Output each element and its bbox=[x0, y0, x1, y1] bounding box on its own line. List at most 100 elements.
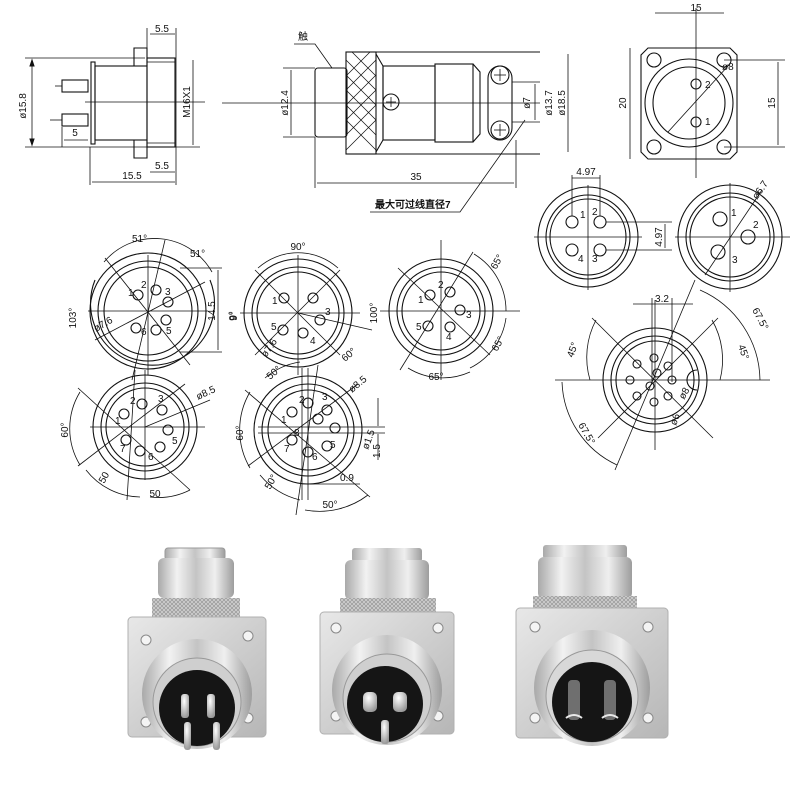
svg-text:9°: 9° bbox=[228, 311, 239, 321]
svg-text:5: 5 bbox=[330, 440, 336, 451]
layout-3-pin: ø6.7 1 2 3 bbox=[675, 179, 790, 292]
svg-text:67.5°: 67.5° bbox=[575, 421, 596, 447]
svg-text:5: 5 bbox=[271, 322, 277, 333]
svg-text:8: 8 bbox=[294, 428, 300, 439]
dim-bottom-5-5: 5.5 bbox=[155, 161, 169, 172]
dim-height-20: 20 bbox=[618, 97, 629, 109]
svg-text:1: 1 bbox=[580, 210, 586, 221]
dim-diameter-15-8: ø15.8 bbox=[18, 93, 29, 119]
svg-text:3: 3 bbox=[165, 287, 171, 298]
max-cable-note: 最大可过线直径7 bbox=[375, 198, 451, 211]
svg-text:45°: 45° bbox=[565, 341, 581, 359]
svg-text:1: 1 bbox=[128, 288, 134, 299]
svg-text:3: 3 bbox=[592, 254, 598, 265]
svg-text:5: 5 bbox=[166, 326, 172, 337]
dim-length-35: 35 bbox=[410, 172, 422, 183]
svg-text:5: 5 bbox=[172, 436, 178, 447]
svg-text:2: 2 bbox=[753, 220, 759, 231]
dim-hole-spacing-15: 15 bbox=[767, 97, 778, 109]
svg-text:51°: 51° bbox=[132, 234, 147, 245]
svg-text:4: 4 bbox=[446, 332, 452, 343]
svg-text:65°: 65° bbox=[489, 253, 506, 272]
layout-6-pin: 1 2 3 5 6 51° 51° 103° 14.5 9° ø7.6 bbox=[68, 234, 240, 381]
dim-pin-dia: ø8 bbox=[722, 62, 734, 73]
layout-4-pin: 1 2 3 4 4.97 4.97 bbox=[534, 167, 672, 290]
svg-text:5: 5 bbox=[416, 322, 422, 333]
svg-text:1: 1 bbox=[115, 416, 121, 427]
layout-10-pin: 3.2 45° 45° 67.5° 67.5° ø6 ø8 bbox=[555, 279, 770, 471]
photo-3-pin-connector bbox=[319, 548, 455, 745]
svg-text:ø8.5: ø8.5 bbox=[195, 384, 218, 403]
dim-pitch-v: 4.97 bbox=[654, 227, 665, 247]
svg-text:1: 1 bbox=[418, 295, 424, 306]
layout-5-pin-b: 1 2 3 4 5 65° 65° 65° 100° bbox=[369, 240, 520, 383]
svg-text:45°: 45° bbox=[735, 343, 751, 361]
svg-text:3: 3 bbox=[732, 255, 738, 266]
svg-text:14.5: 14.5 bbox=[207, 301, 218, 321]
svg-text:67.5°: 67.5° bbox=[749, 306, 770, 332]
svg-text:3: 3 bbox=[322, 392, 328, 403]
svg-text:2: 2 bbox=[592, 207, 598, 218]
dim-top-5-5: 5.5 bbox=[155, 24, 169, 35]
dim-diameter-13-7: ø13.7 bbox=[544, 90, 555, 116]
svg-text:3: 3 bbox=[325, 307, 331, 318]
svg-text:90°: 90° bbox=[290, 242, 305, 253]
dim-diameter-12-4: ø12.4 bbox=[280, 90, 291, 116]
photo-2-pin-connector bbox=[515, 545, 669, 746]
svg-text:1: 1 bbox=[281, 415, 287, 426]
svg-text:1: 1 bbox=[272, 296, 278, 307]
svg-text:60°: 60° bbox=[340, 346, 359, 364]
pin-2: 2 bbox=[705, 80, 711, 91]
svg-text:6: 6 bbox=[148, 452, 154, 463]
svg-text:7: 7 bbox=[120, 444, 126, 455]
dim-pitch-h: 4.97 bbox=[576, 167, 596, 178]
svg-text:65°: 65° bbox=[490, 335, 507, 354]
svg-text:1.5: 1.5 bbox=[372, 444, 383, 458]
technical-drawing: ø15.8 5.5 M16X1 5 5.5 15.5 触 ø12 bbox=[18, 3, 790, 516]
dim-total-15-5: 15.5 bbox=[122, 171, 142, 182]
pin-1: 1 bbox=[705, 117, 711, 128]
dim-pin-5: 5 bbox=[72, 128, 78, 139]
dim-diameter-18-5: ø18.5 bbox=[557, 90, 568, 116]
svg-text:51°: 51° bbox=[190, 249, 205, 260]
svg-text:2: 2 bbox=[438, 280, 444, 291]
svg-text:50°: 50° bbox=[322, 500, 337, 511]
svg-text:ø7.6: ø7.6 bbox=[92, 315, 115, 335]
svg-text:ø8.5: ø8.5 bbox=[347, 374, 370, 396]
flange-front-view: 15 20 15 ø8 1 2 bbox=[618, 3, 785, 178]
svg-text:3: 3 bbox=[466, 310, 472, 321]
svg-text:9°: 9° bbox=[229, 311, 240, 321]
label-tag: 触 bbox=[298, 30, 308, 43]
dim-cable-7: ø7 bbox=[522, 97, 533, 109]
plug-side-view: 触 ø12.4 ø7 ø13.7 ø18.5 bbox=[222, 30, 569, 213]
photo-4-pin-connector bbox=[127, 547, 267, 750]
svg-text:ø6: ø6 bbox=[668, 412, 682, 427]
svg-text:60°: 60° bbox=[60, 422, 71, 437]
svg-text:6: 6 bbox=[312, 452, 318, 463]
svg-text:50°: 50° bbox=[263, 473, 280, 492]
svg-text:6: 6 bbox=[141, 327, 147, 338]
svg-text:1: 1 bbox=[731, 208, 737, 219]
svg-text:4: 4 bbox=[310, 336, 316, 347]
svg-text:2: 2 bbox=[141, 280, 147, 291]
svg-text:ø8: ø8 bbox=[677, 386, 693, 402]
layout-8-pin: 1 2 3 5 6 7 8 60° 50° 50° 50° ø8.5 ø1.5 … bbox=[235, 361, 385, 516]
svg-text:3.2: 3.2 bbox=[655, 294, 669, 305]
product-photos bbox=[127, 545, 669, 750]
dim-dia: ø6.7 bbox=[750, 179, 771, 202]
svg-text:4: 4 bbox=[578, 254, 584, 265]
svg-text:2: 2 bbox=[299, 395, 305, 406]
dim-width-15: 15 bbox=[690, 3, 702, 14]
layout-7-pin: 1 2 3 5 6 7 60° 50 50 ø8.5 bbox=[60, 369, 218, 501]
svg-text:3: 3 bbox=[158, 394, 164, 405]
svg-text:7: 7 bbox=[284, 444, 290, 455]
dim-thread-m16x1: M16X1 bbox=[182, 86, 193, 118]
socket-side-view: ø15.8 5.5 M16X1 5 5.5 15.5 bbox=[18, 24, 205, 185]
svg-text:50°: 50° bbox=[265, 364, 284, 382]
svg-text:103°: 103° bbox=[68, 308, 79, 329]
svg-text:0.9: 0.9 bbox=[340, 473, 354, 484]
svg-text:60°: 60° bbox=[235, 425, 246, 440]
layout-5-pin-a: 1 3 4 5 90° 60° 9° ø7.6 bbox=[228, 242, 373, 375]
svg-text:100°: 100° bbox=[369, 303, 380, 324]
svg-text:65°: 65° bbox=[428, 372, 443, 383]
